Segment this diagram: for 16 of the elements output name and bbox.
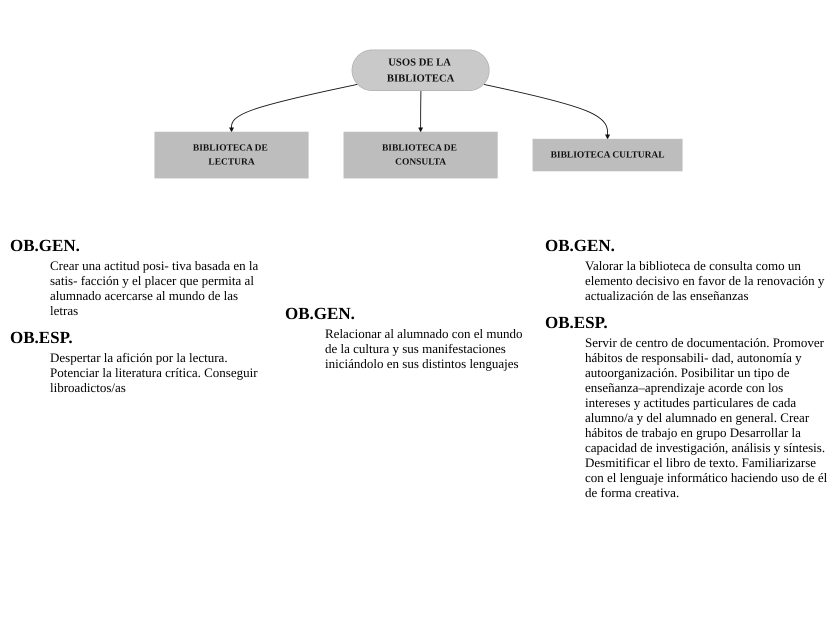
arrow (228, 84, 358, 132)
node-box: BIBLIOTECA CULTURAL (532, 138, 683, 172)
section-heading: OB.ESP. (545, 313, 609, 333)
arrow (418, 90, 424, 132)
objective-text: Valorar la biblioteca de consulta como un elemento decisivo en favor de la renovación y actualización de las enseñanzas (585, 258, 826, 303)
objective-text: Crear una actitud posi- tiva basada en la satis- facción y el placer que permita al alumnado acercarse al mundo de las letras (50, 258, 260, 318)
objective-text: Despertar la afición por la lectura. Potenciar la literatura crítica. Conseguir libroadictos/as (50, 350, 259, 395)
objective-text: Servir de centro de documentación. Promover hábitos de responsabili- dad, autonomía y autoorganización. Posibilitar un tipo de enseñanza–aprendizaje acorde con los intereses y actitudes particulares de cada alumno/a y del alumnado en general. Crear hábitos de trabajo en grupo Desarrollar la capacidad de investigación, análisis y síntesis. Desmitificar el libro de texto. Familiarizarse con el lenguaje informático haciendo uso de él de forma creativa. (585, 335, 828, 500)
node-box: BIBLIOTECA DE CONSULTA (344, 132, 498, 178)
section-heading: OB.ESP. (10, 328, 74, 348)
arrow (484, 84, 610, 140)
objective-text: Relacionar al alumnado con el mundo de la cultura y sus manifestaciones iniciándolo en sus distintos lenguajes (325, 326, 524, 371)
section-heading: OB.GEN. (10, 236, 81, 256)
node-box: BIBLIOTECA DE LECTURA (154, 132, 309, 178)
section-heading: OB.GEN. (545, 236, 616, 256)
section-heading: OB.GEN. (285, 304, 356, 324)
